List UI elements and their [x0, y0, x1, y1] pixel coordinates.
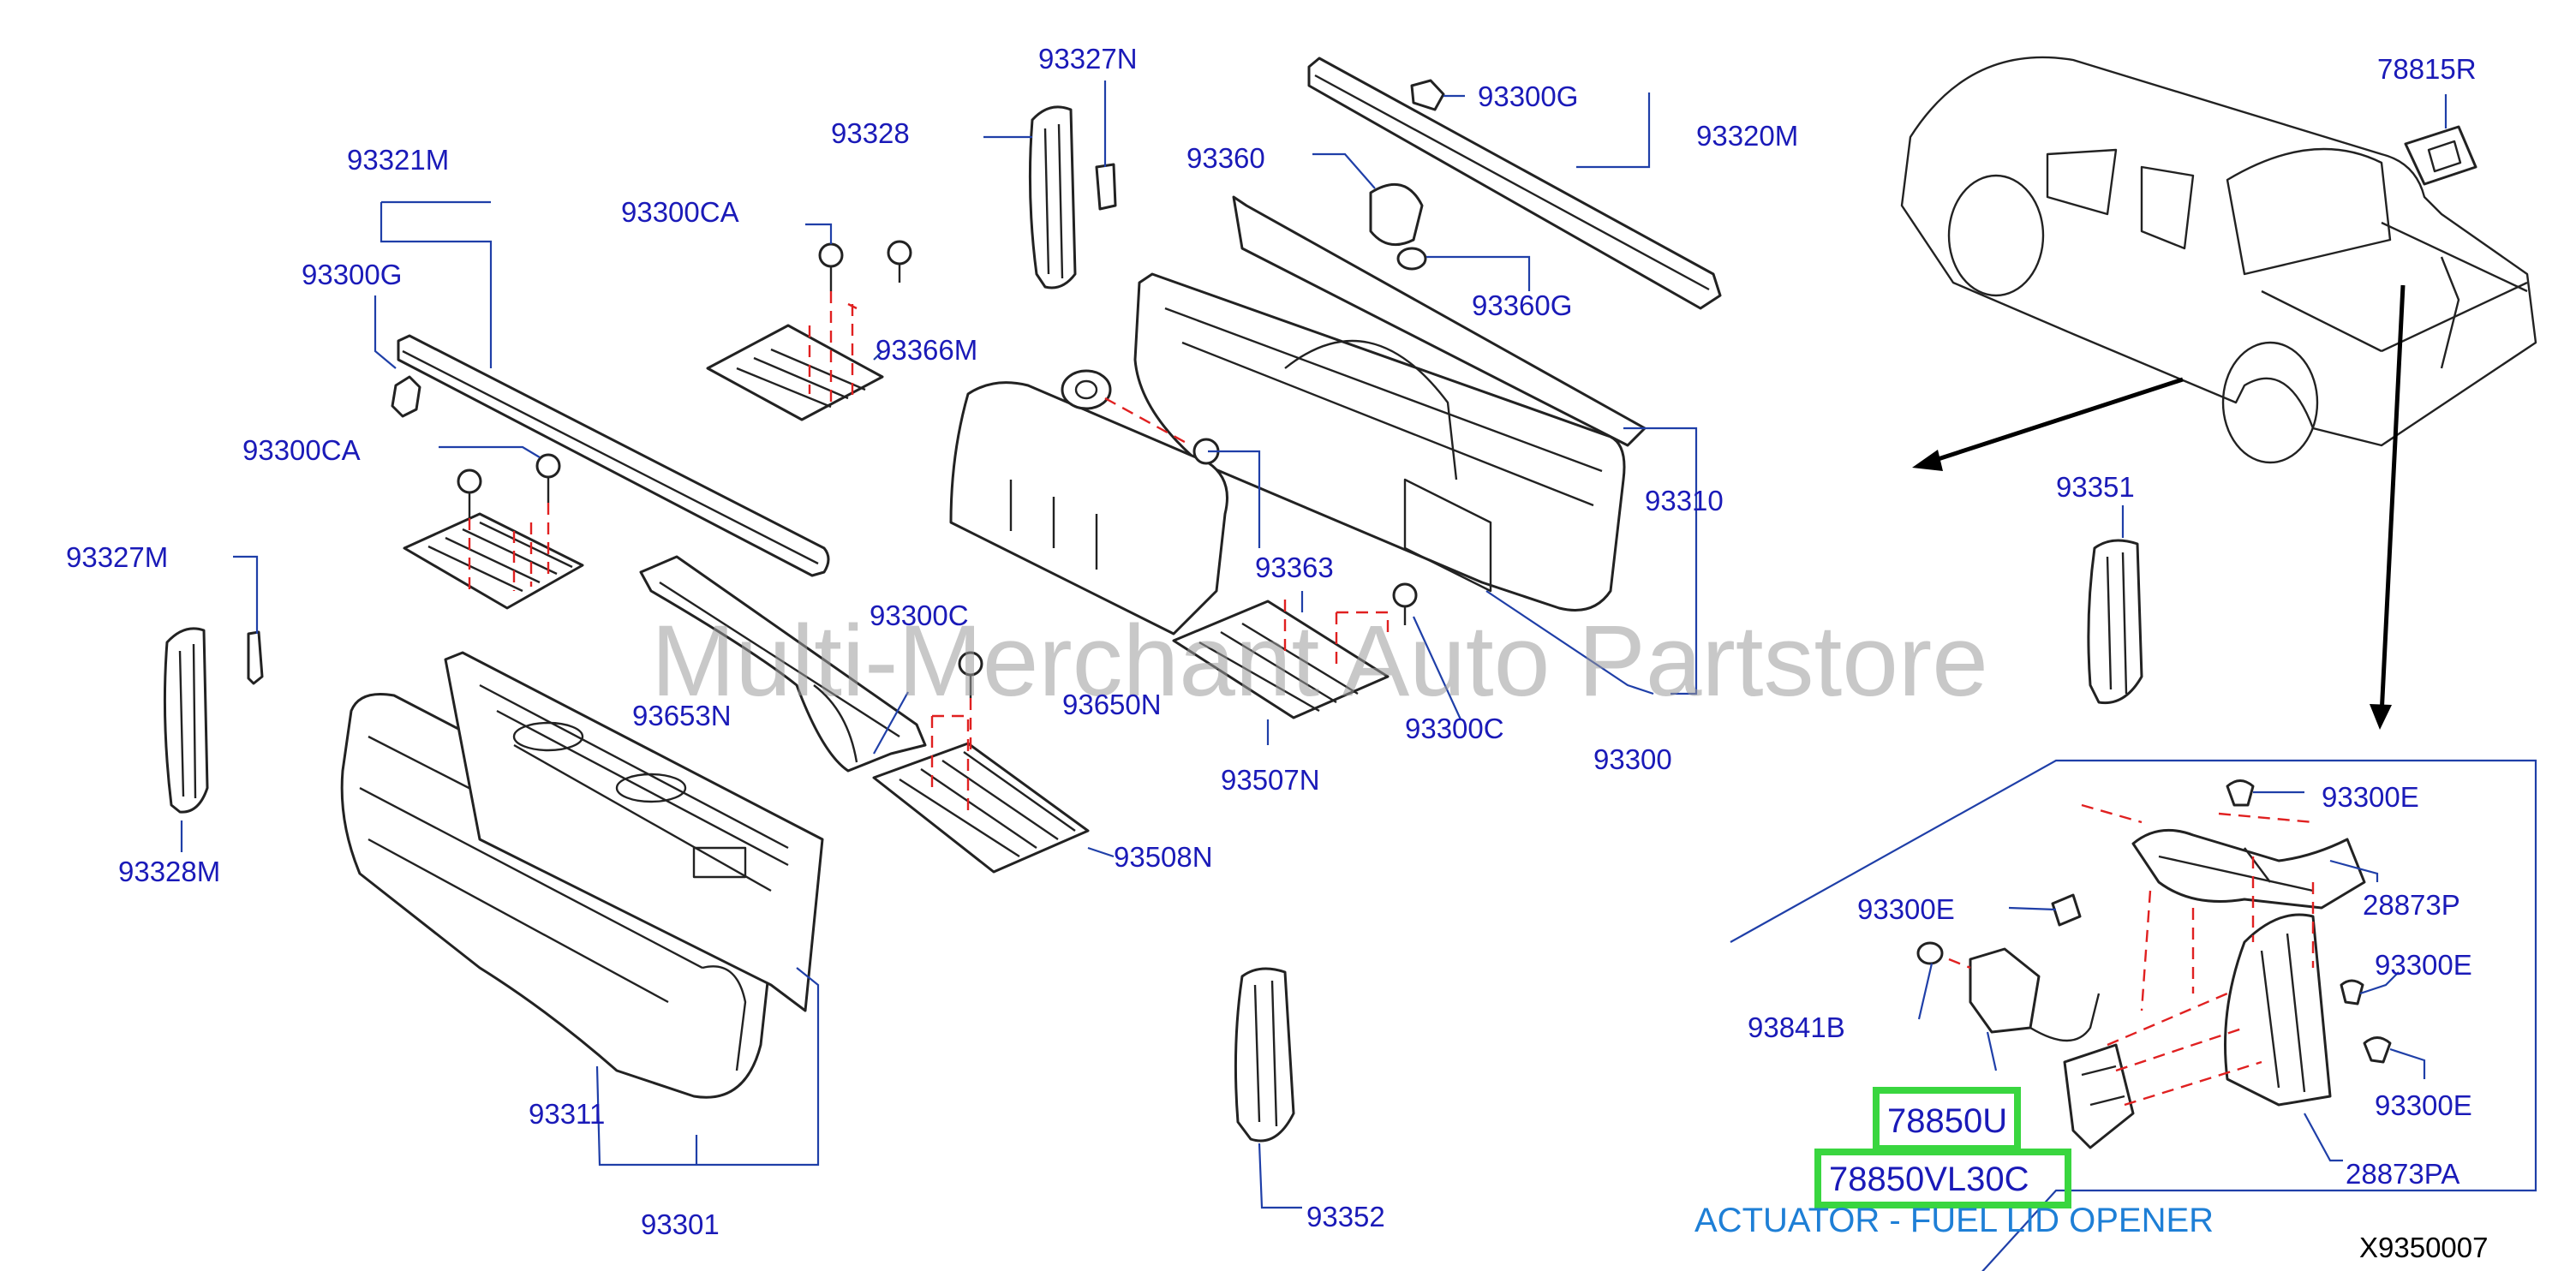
diagram-code: X9350007 — [2359, 1232, 2488, 1263]
label-93300E-4: 93300E — [2375, 1089, 2472, 1121]
truck-outline — [1900, 56, 2537, 464]
fuel-lid-housing-28873PA — [2224, 913, 2332, 1107]
label-93301: 93301 — [641, 1208, 720, 1240]
label-93300: 93300 — [1593, 743, 1672, 775]
rail-93321M — [397, 334, 830, 577]
leader-lines — [180, 81, 2447, 1209]
watermark: Multi-Merchant Auto Partstore — [651, 605, 1988, 718]
clip-93300E-2 — [2051, 893, 2082, 927]
label-93352: 93352 — [1306, 1201, 1385, 1232]
label-93300C-mid: 93300C — [870, 600, 969, 631]
screw-93300CA-c — [818, 242, 844, 291]
label-93300C-right: 93300C — [1405, 713, 1504, 744]
plate-93508N — [872, 742, 1090, 874]
clip-93300E-1 — [2226, 779, 2255, 807]
label-93300CA-left: 93300CA — [242, 434, 361, 466]
bed-inner-panel-93310 — [1133, 195, 1647, 612]
label-93650N: 93650N — [1062, 689, 1162, 720]
label-93300E-1: 93300E — [2322, 781, 2419, 813]
clip-93300G-top — [1410, 79, 1445, 111]
label-93300CA-top: 93300CA — [621, 196, 739, 228]
label-93300E-3: 93300E — [2375, 949, 2472, 981]
screw-93300CA-a — [457, 468, 482, 518]
bracket-93327N — [1095, 163, 1117, 211]
label-93507N: 93507N — [1221, 764, 1320, 796]
label-93363: 93363 — [1255, 552, 1334, 583]
hinge-assembly — [2063, 1043, 2135, 1149]
grommet-93360G — [1396, 247, 1427, 271]
clip-93300E-4 — [2363, 1036, 2392, 1064]
label-93327M: 93327M — [66, 541, 168, 573]
label-93328M: 93328M — [118, 856, 220, 887]
label-93300G-top: 93300G — [1478, 81, 1578, 112]
highlight-78850U[interactable]: 78850U — [1873, 1087, 2021, 1152]
label-93328: 93328 — [831, 117, 910, 149]
label-28873P: 28873P — [2363, 889, 2460, 921]
pillar-93328 — [1028, 105, 1077, 289]
pillar-93328M — [163, 627, 209, 814]
label-93311: 93311 — [529, 1098, 605, 1130]
label-93300G-left: 93300G — [302, 259, 402, 290]
label-78850VL30C: 78850VL30C — [1829, 1161, 2029, 1198]
label-28873PA: 28873PA — [2346, 1158, 2459, 1190]
grommet-93841B — [1916, 941, 1944, 965]
wheelhouse-93650N — [949, 381, 1228, 636]
label-93366M: 93366M — [876, 334, 977, 366]
stake-93351 — [2087, 539, 2143, 705]
label-93360G: 93360G — [1472, 289, 1572, 321]
stake-93352 — [1234, 967, 1295, 1143]
highlight-78850VL30C[interactable]: 78850VL30C — [1814, 1149, 2071, 1208]
label-93841B: 93841B — [1748, 1011, 1845, 1043]
label-93360: 93360 — [1186, 142, 1265, 174]
rail-93320M — [1307, 57, 1722, 310]
cap-93360 — [1369, 182, 1424, 247]
screw-93300CA-b — [535, 453, 561, 503]
plate-93366M — [706, 324, 884, 421]
screw-93300C-mid — [958, 651, 983, 698]
bracket-93327M — [247, 630, 264, 685]
label-78850U: 78850U — [1887, 1102, 2007, 1140]
label-93508N: 93508N — [1114, 841, 1213, 873]
annotation-fuel-lid-opener: ACTUATOR - FUEL LID OPENER — [1694, 1202, 2214, 1239]
plate-left-upper — [403, 512, 584, 610]
wheelhouse-93653N — [639, 555, 927, 773]
seal-93363 — [1061, 369, 1112, 410]
clip-93300E-3 — [2340, 979, 2364, 1005]
clip-93300G-left — [391, 375, 421, 418]
bracket-78815R — [2404, 125, 2477, 186]
screw-93300CA-d — [887, 240, 912, 283]
label-93351: 93351 — [2056, 471, 2135, 503]
label-93310: 93310 — [1645, 485, 1724, 516]
screw-93300C-right — [1392, 582, 1418, 625]
label-93327N: 93327N — [1038, 43, 1138, 75]
label-93320M: 93320M — [1696, 120, 1798, 152]
label-78815R: 78815R — [2377, 53, 2477, 85]
label-93321M: 93321M — [347, 144, 449, 176]
bed-side-panel-93311 — [340, 651, 824, 1099]
fuel-lid-bracket-28873P — [2131, 828, 2366, 910]
label-93300E-2: 93300E — [1857, 893, 1955, 925]
plate-93507N — [1172, 600, 1390, 719]
label-93653N: 93653N — [632, 700, 732, 731]
actuator-78850U — [1969, 947, 2101, 1042]
